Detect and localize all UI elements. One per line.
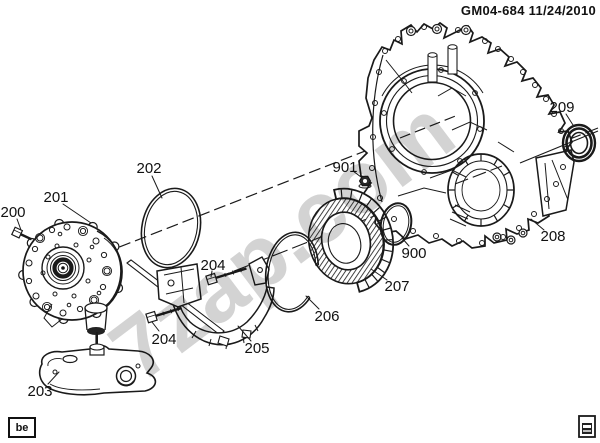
- leader-line: [565, 113, 574, 126]
- callouts: 200 201 202 203 204 204 205 206 207 208 …: [0, 99, 574, 400]
- brake-band: [156, 256, 275, 350]
- callout-201: 201: [43, 189, 92, 224]
- callout-207: 207: [370, 268, 410, 295]
- callout-206: 206: [305, 295, 340, 325]
- stamp-icon: [578, 415, 596, 438]
- case-bolt-holes: [369, 24, 569, 246]
- oil-pump-assembly: [18, 218, 124, 352]
- leader-line: [401, 237, 410, 247]
- callout-202: 202: [136, 160, 163, 199]
- callout-203: 203: [27, 371, 60, 400]
- callout-text: 208: [540, 228, 565, 245]
- bolt-204-lower: [145, 306, 182, 324]
- callout-208: 208: [530, 218, 566, 245]
- callout-text: 205: [244, 340, 269, 357]
- callout-text: 206: [314, 308, 339, 325]
- callout-text: 209: [549, 99, 574, 116]
- band-anchor-clamp: [156, 263, 202, 308]
- transmission-case: [358, 21, 575, 249]
- page-code-label: be: [15, 421, 29, 434]
- callout-text: 202: [136, 160, 161, 177]
- callout-204-lower: 204: [151, 321, 177, 348]
- page-code-box: be: [8, 417, 36, 438]
- clutch-drum: [307, 187, 395, 293]
- gasket-ring: [140, 187, 202, 269]
- leader-line: [352, 170, 362, 178]
- bolt-200: [10, 226, 33, 241]
- callout-text: 207: [384, 278, 409, 295]
- pump-face-holes: [25, 223, 113, 317]
- watermark: 7zap.com: [92, 80, 472, 400]
- callout-205: 205: [237, 325, 270, 357]
- callout-text: 201: [43, 189, 68, 206]
- leader-line: [370, 268, 388, 281]
- callout-200: 200: [0, 204, 26, 231]
- leader-line: [16, 218, 22, 231]
- doc-code: GM04-684 11/24/2010: [460, 3, 596, 18]
- callout-text: 204: [200, 257, 225, 274]
- callout-204-upper: 204: [200, 257, 226, 278]
- callout-text: 901: [332, 159, 357, 176]
- leader-line: [237, 325, 252, 342]
- axle-seal: [561, 123, 597, 163]
- leader-line: [530, 218, 545, 231]
- leader-line: [62, 203, 92, 224]
- leader-line: [151, 321, 160, 332]
- callout-text: 900: [401, 245, 426, 262]
- leader-line: [305, 295, 320, 310]
- leader-line: [210, 270, 213, 278]
- o-ring: [379, 202, 413, 246]
- watermark-text: 7zap.com: [92, 80, 472, 400]
- callout-text: 203: [27, 383, 52, 400]
- callout-901: 901: [332, 159, 362, 178]
- leader-line: [151, 175, 163, 199]
- callout-900: 900: [401, 237, 427, 262]
- nut: [358, 175, 372, 189]
- oil-filter: [38, 332, 157, 396]
- bolt-204-upper: [205, 267, 247, 286]
- callout-209: 209: [549, 99, 575, 126]
- callout-text: 200: [0, 204, 25, 221]
- callout-text: 204: [151, 331, 176, 348]
- leader-line: [47, 371, 60, 385]
